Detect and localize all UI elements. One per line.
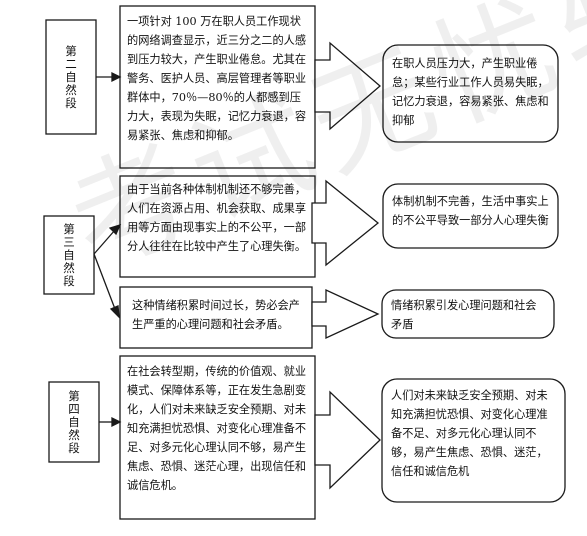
- summary-box-1: [382, 44, 559, 143]
- label-p4: 第四自然段: [68, 389, 80, 455]
- summary-text-4: 人们对未来缺乏安全预期、对未知充满担忧恐惧、对变化心理准备不足、对多元化心理认同…: [391, 389, 548, 478]
- arrow-4: [314, 390, 381, 490]
- mid-box-1: [119, 5, 316, 169]
- label-box-p3: [43, 215, 95, 295]
- summary-box-3: [381, 289, 555, 339]
- label-p2: 第二自然段: [65, 44, 77, 110]
- mid-text-4: 在社会转型期，传统的价值观、就业模式、保障体系等，正在发生急剧变化，人们对未来缺…: [127, 365, 307, 492]
- summary-text-2: 体制机制不完善，生活中事实上的不公平导致一部分人心理失衡: [392, 195, 549, 227]
- mid-text-3: 这种情绪积累时间过长，势必会产生严重的心理问题和社会矛盾。: [132, 299, 300, 331]
- mid-box-2: [119, 175, 316, 278]
- mid-text-2: 由于当前各种体制机制还不够完善，人们在资源占用、机会获取、成果享用等方面由现事实…: [127, 183, 307, 253]
- arrow-3: [311, 288, 380, 340]
- connector-p3-up: [93, 229, 116, 255]
- summary-box-2: [382, 183, 559, 249]
- mid-box-4: [119, 355, 316, 520]
- arrow-1: [314, 41, 381, 131]
- summary-box-4: [381, 378, 566, 503]
- mid-text-1: 一项针对 100 万在职人员工作现状的网络调查显示，近三分之二的人感到压力较大，…: [127, 15, 307, 142]
- label-box-p4: [48, 381, 100, 463]
- label-p3: 第三自然段: [63, 222, 75, 288]
- mid-box-3: [119, 286, 313, 349]
- summary-text-1: 在职人员压力大，产生职业倦怠；某些行业工作人员易失眠，记忆力衰退，容易紧张、焦虑…: [392, 57, 549, 127]
- connector-p3-down: [93, 253, 116, 310]
- summary-text-3: 情绪积累引发心理问题和社会矛盾: [391, 299, 537, 331]
- arrow-2: [311, 179, 380, 267]
- label-box-p2: [45, 19, 97, 135]
